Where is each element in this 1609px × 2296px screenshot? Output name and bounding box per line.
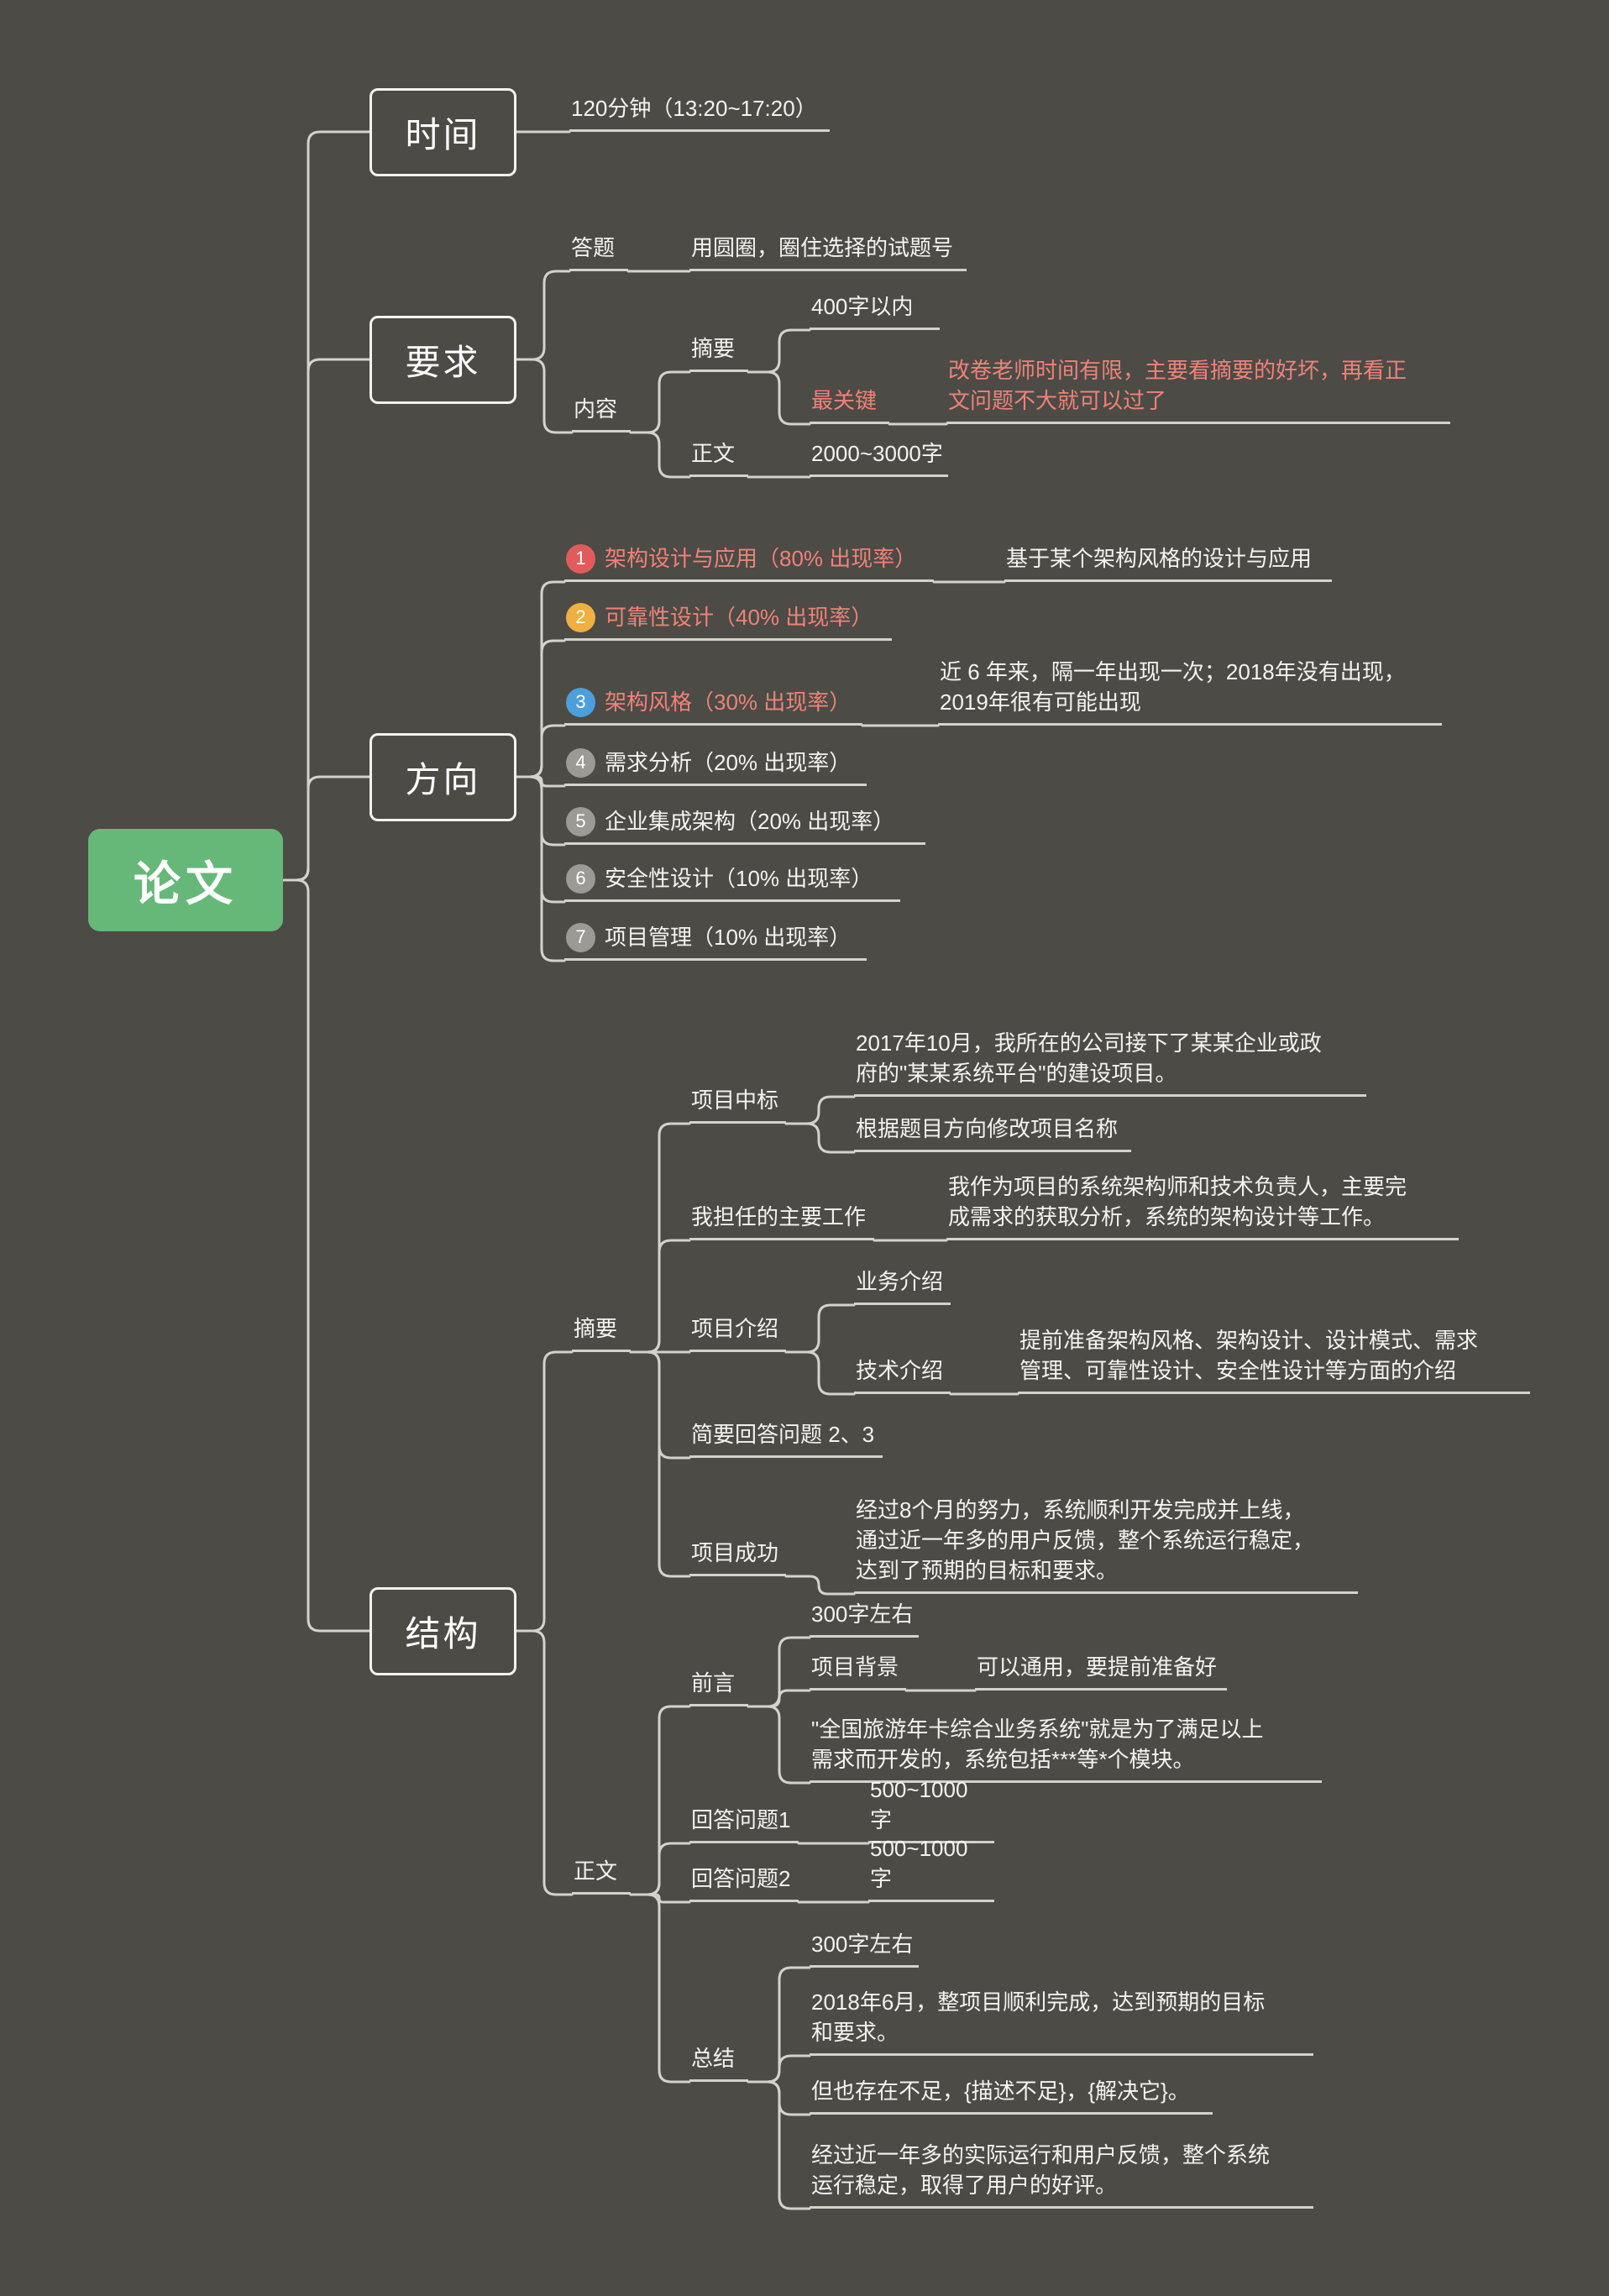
direction-item-1[interactable]: 1 架构设计与应用（80% 出现率） <box>564 543 934 582</box>
topic-direction-label: 方向 <box>405 760 481 799</box>
direction-item-3[interactable]: 3 架构风格（30% 出现率） <box>564 687 862 726</box>
node-answer[interactable]: 答题 <box>569 233 628 271</box>
badge-5-icon: 5 <box>566 806 595 836</box>
direction-item-5[interactable]: 5 企业集成架构（20% 出现率） <box>564 806 925 845</box>
topic-direction[interactable]: 方向 <box>369 733 516 821</box>
note-q1-length[interactable]: 500~1000字 <box>868 1774 994 1843</box>
note-conclusion-3[interactable]: 经过近一年多的实际运行和用户反馈，整个系统 运行稳定，取得了用户的好评。 <box>810 2140 1313 2209</box>
note-system-desc[interactable]: "全国旅游年卡综合业务系统"就是为了满足以上 需求而开发的，系统包括***等*个… <box>810 1714 1322 1783</box>
note-project-success[interactable]: 经过8个月的努力，系统顺利开发完成并上线， 通过近一年多的用户反馈，整个系统运行… <box>854 1495 1358 1594</box>
note-direction-1[interactable]: 基于某个架构风格的设计与应用 <box>1004 543 1332 582</box>
direction-item-2-label: 可靠性设计（40% 出现率） <box>605 605 873 630</box>
direction-item-6-label: 安全性设计（10% 出现率） <box>605 866 873 891</box>
note-conclusion-length[interactable]: 300字左右 <box>810 1929 919 1968</box>
badge-7-icon: 7 <box>566 922 595 952</box>
node-tech-intro[interactable]: 技术介绍 <box>854 1355 951 1394</box>
note-time-duration[interactable]: 120分钟（13:20~17:20） <box>569 93 830 132</box>
direction-item-4[interactable]: 4 需求分析（20% 出现率） <box>564 747 867 786</box>
node-answer-q2[interactable]: 回答问题2 <box>689 1864 799 1902</box>
node-my-work[interactable]: 我担任的主要工作 <box>689 1202 874 1240</box>
direction-item-2[interactable]: 2 可靠性设计（40% 出现率） <box>564 602 892 641</box>
direction-item-5-label: 企业集成架构（20% 出现率） <box>605 809 895 834</box>
note-conclusion-2[interactable]: 但也存在不足，{描述不足}，{解决它}。 <box>810 2076 1213 2115</box>
topic-require[interactable]: 要求 <box>369 316 516 404</box>
badge-3-icon: 3 <box>566 687 595 717</box>
badge-2-icon: 2 <box>566 602 595 632</box>
direction-item-1-label: 架构设计与应用（80% 出现率） <box>605 546 917 571</box>
direction-item-7[interactable]: 7 项目管理（10% 出现率） <box>564 922 867 961</box>
node-project-bid[interactable]: 项目中标 <box>689 1085 786 1124</box>
note-project-bid[interactable]: 2017年10月，我所在的公司接下了某某企业或政 府的"某某系统平台"的建设项目… <box>854 1028 1366 1097</box>
badge-1-icon: 1 <box>566 543 595 574</box>
topic-structure[interactable]: 结构 <box>369 1587 516 1675</box>
note-body-limit[interactable]: 2000~3000字 <box>810 438 948 477</box>
node-key-point[interactable]: 最关键 <box>810 385 889 424</box>
topic-require-label: 要求 <box>405 343 481 382</box>
topic-time[interactable]: 时间 <box>369 88 516 176</box>
note-preface-length[interactable]: 300字左右 <box>810 1599 919 1638</box>
note-conclusion-1[interactable]: 2018年6月，整项目顺利完成，达到预期的目标 和要求。 <box>810 1987 1313 2056</box>
node-project-intro[interactable]: 项目介绍 <box>689 1313 786 1352</box>
node-conclusion[interactable]: 总结 <box>689 2043 748 2082</box>
node-structure-abstract[interactable]: 摘要 <box>572 1313 631 1352</box>
note-tech-intro[interactable]: 提前准备架构风格、架构设计、设计模式、需求 管理、可靠性设计、安全性设计等方面的… <box>1018 1325 1530 1394</box>
node-project-background[interactable]: 项目背景 <box>810 1652 906 1691</box>
note-answer-method[interactable]: 用圆圈，圈住选择的试题号 <box>689 233 967 271</box>
note-project-background[interactable]: 可以通用，要提前准备好 <box>975 1652 1227 1691</box>
node-abstract-req[interactable]: 摘要 <box>689 333 748 372</box>
topic-time-label: 时间 <box>405 115 481 155</box>
direction-item-6[interactable]: 6 安全性设计（10% 出现率） <box>564 863 900 902</box>
node-answer-questions[interactable]: 简要回答问题 2、3 <box>689 1419 883 1458</box>
note-my-work[interactable]: 我作为项目的系统架构师和技术负责人，主要完 成需求的获取分析，系统的架构设计等工… <box>946 1172 1459 1240</box>
node-body-req[interactable]: 正文 <box>689 438 748 477</box>
node-project-success[interactable]: 项目成功 <box>689 1538 786 1576</box>
note-direction-3[interactable]: 近 6 年来，隔一年出现一次；2018年没有出现， 2019年很有可能出现 <box>938 657 1442 726</box>
node-preface[interactable]: 前言 <box>689 1668 748 1706</box>
node-business-intro[interactable]: 业务介绍 <box>854 1266 951 1305</box>
central-topic[interactable]: 论文 <box>88 829 283 931</box>
topic-structure-label: 结构 <box>405 1614 481 1654</box>
direction-item-4-label: 需求分析（20% 出现率） <box>605 750 852 775</box>
note-abstract-limit[interactable]: 400字以内 <box>810 291 940 330</box>
badge-6-icon: 6 <box>566 863 595 894</box>
node-answer-q1[interactable]: 回答问题1 <box>689 1805 799 1843</box>
note-key-point-detail[interactable]: 改卷老师时间有限，主要看摘要的好坏，再看正 文问题不大就可以过了 <box>946 355 1450 424</box>
note-rename-project[interactable]: 根据题目方向修改项目名称 <box>854 1114 1131 1152</box>
direction-item-3-label: 架构风格（30% 出现率） <box>605 689 852 715</box>
node-content[interactable]: 内容 <box>572 394 631 432</box>
note-q2-length[interactable]: 500~1000字 <box>868 1833 994 1902</box>
badge-4-icon: 4 <box>566 747 595 778</box>
direction-item-7-label: 项目管理（10% 出现率） <box>605 925 852 950</box>
node-structure-body[interactable]: 正文 <box>572 1856 631 1895</box>
